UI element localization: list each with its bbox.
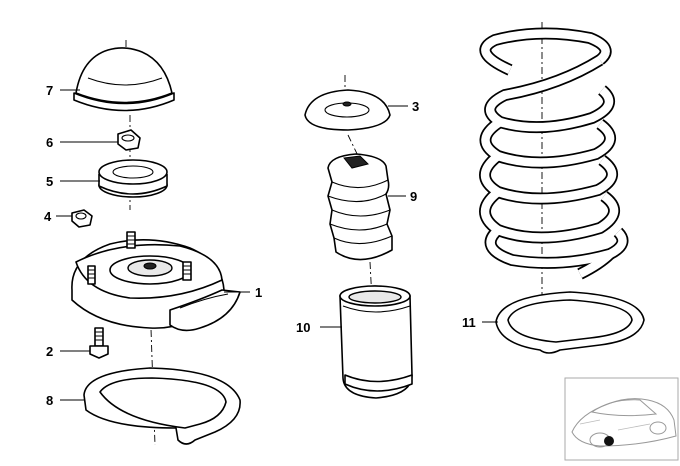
- part-11-coil-spring[interactable]: [479, 27, 629, 280]
- part-11-spring-pad[interactable]: [495, 291, 645, 354]
- label-2: 2: [46, 344, 53, 359]
- part-10-dust-boot[interactable]: [339, 285, 413, 399]
- label-11: 11: [462, 315, 476, 330]
- vehicle-thumbnail[interactable]: [564, 377, 679, 461]
- label-5: 5: [46, 174, 53, 189]
- part-7-dust-cap[interactable]: [73, 47, 175, 112]
- label-8: 8: [46, 393, 53, 408]
- label-4: 4: [44, 209, 52, 224]
- location-marker-icon: [604, 436, 614, 446]
- label-3: 3: [412, 99, 419, 114]
- part-3-support-washer[interactable]: [304, 89, 391, 131]
- part-6-nut[interactable]: [117, 129, 141, 151]
- part-9-bump-stop[interactable]: [327, 153, 393, 261]
- label-1: 1: [255, 285, 262, 300]
- part-8-spring-seat[interactable]: [83, 367, 241, 445]
- part-1-strut-mount[interactable]: [71, 231, 241, 332]
- label-10: 10: [296, 320, 310, 335]
- part-2-bolt[interactable]: [89, 327, 109, 359]
- label-6: 6: [46, 135, 53, 150]
- label-7: 7: [46, 83, 53, 98]
- part-5-bearing[interactable]: [98, 159, 168, 198]
- label-9: 9: [410, 189, 417, 204]
- axis-mid-1: [347, 134, 361, 161]
- part-4-nut[interactable]: [71, 209, 93, 228]
